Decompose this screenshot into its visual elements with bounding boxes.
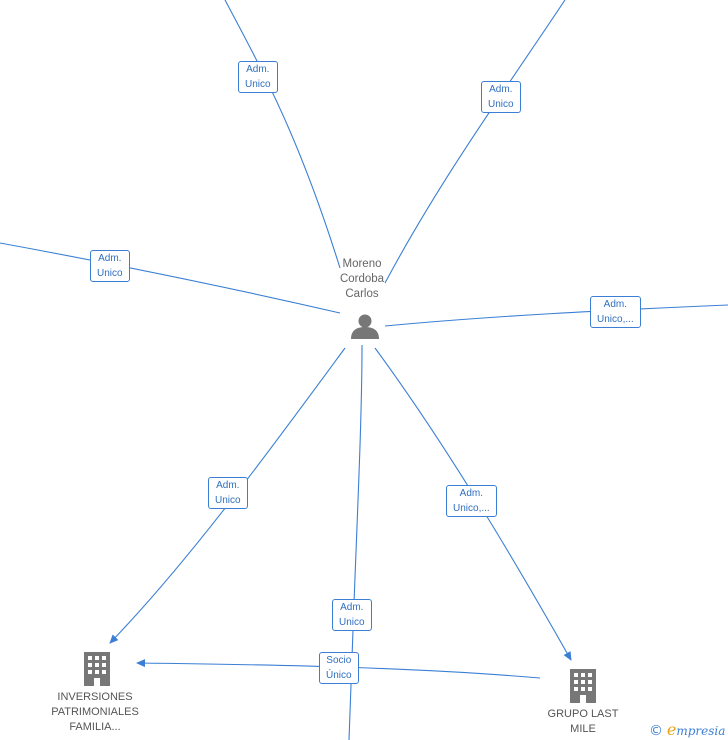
copyright-icon: © xyxy=(649,723,663,739)
company-name-inversiones[interactable]: INVERSIONES PATRIMONIALES FAMILIA... xyxy=(51,691,139,733)
edge-right[interactable] xyxy=(384,304,728,327)
building-icon[interactable] xyxy=(84,652,110,686)
edge-label-bottom-right[interactable]: Adm.Unico,... xyxy=(446,485,497,517)
edge-top-left[interactable] xyxy=(224,0,341,269)
edge-label-top-right[interactable]: Adm.Unico xyxy=(481,81,521,113)
edge-label-top-left[interactable]: Adm.Unico xyxy=(238,61,278,93)
edge-label-right[interactable]: Adm.Unico,... xyxy=(590,296,641,328)
edge-left[interactable] xyxy=(0,242,341,314)
edge-label-left[interactable]: Adm.Unico xyxy=(90,250,130,282)
edge-top-right[interactable] xyxy=(384,0,566,284)
edge-label-bottom-left[interactable]: Adm.Unico xyxy=(208,477,248,509)
edge-bottom[interactable] xyxy=(348,344,363,740)
edge-label-bottom[interactable]: Adm.Unico xyxy=(332,599,372,631)
company-name-grupo-last-mile[interactable]: GRUPO LAST MILE xyxy=(547,708,619,735)
person-icon[interactable] xyxy=(351,314,379,340)
building-icon[interactable] xyxy=(570,669,596,703)
person-name[interactable]: Moreno Cordoba Carlos xyxy=(339,258,385,300)
empresia-logo[interactable]: © empresia xyxy=(649,720,726,739)
